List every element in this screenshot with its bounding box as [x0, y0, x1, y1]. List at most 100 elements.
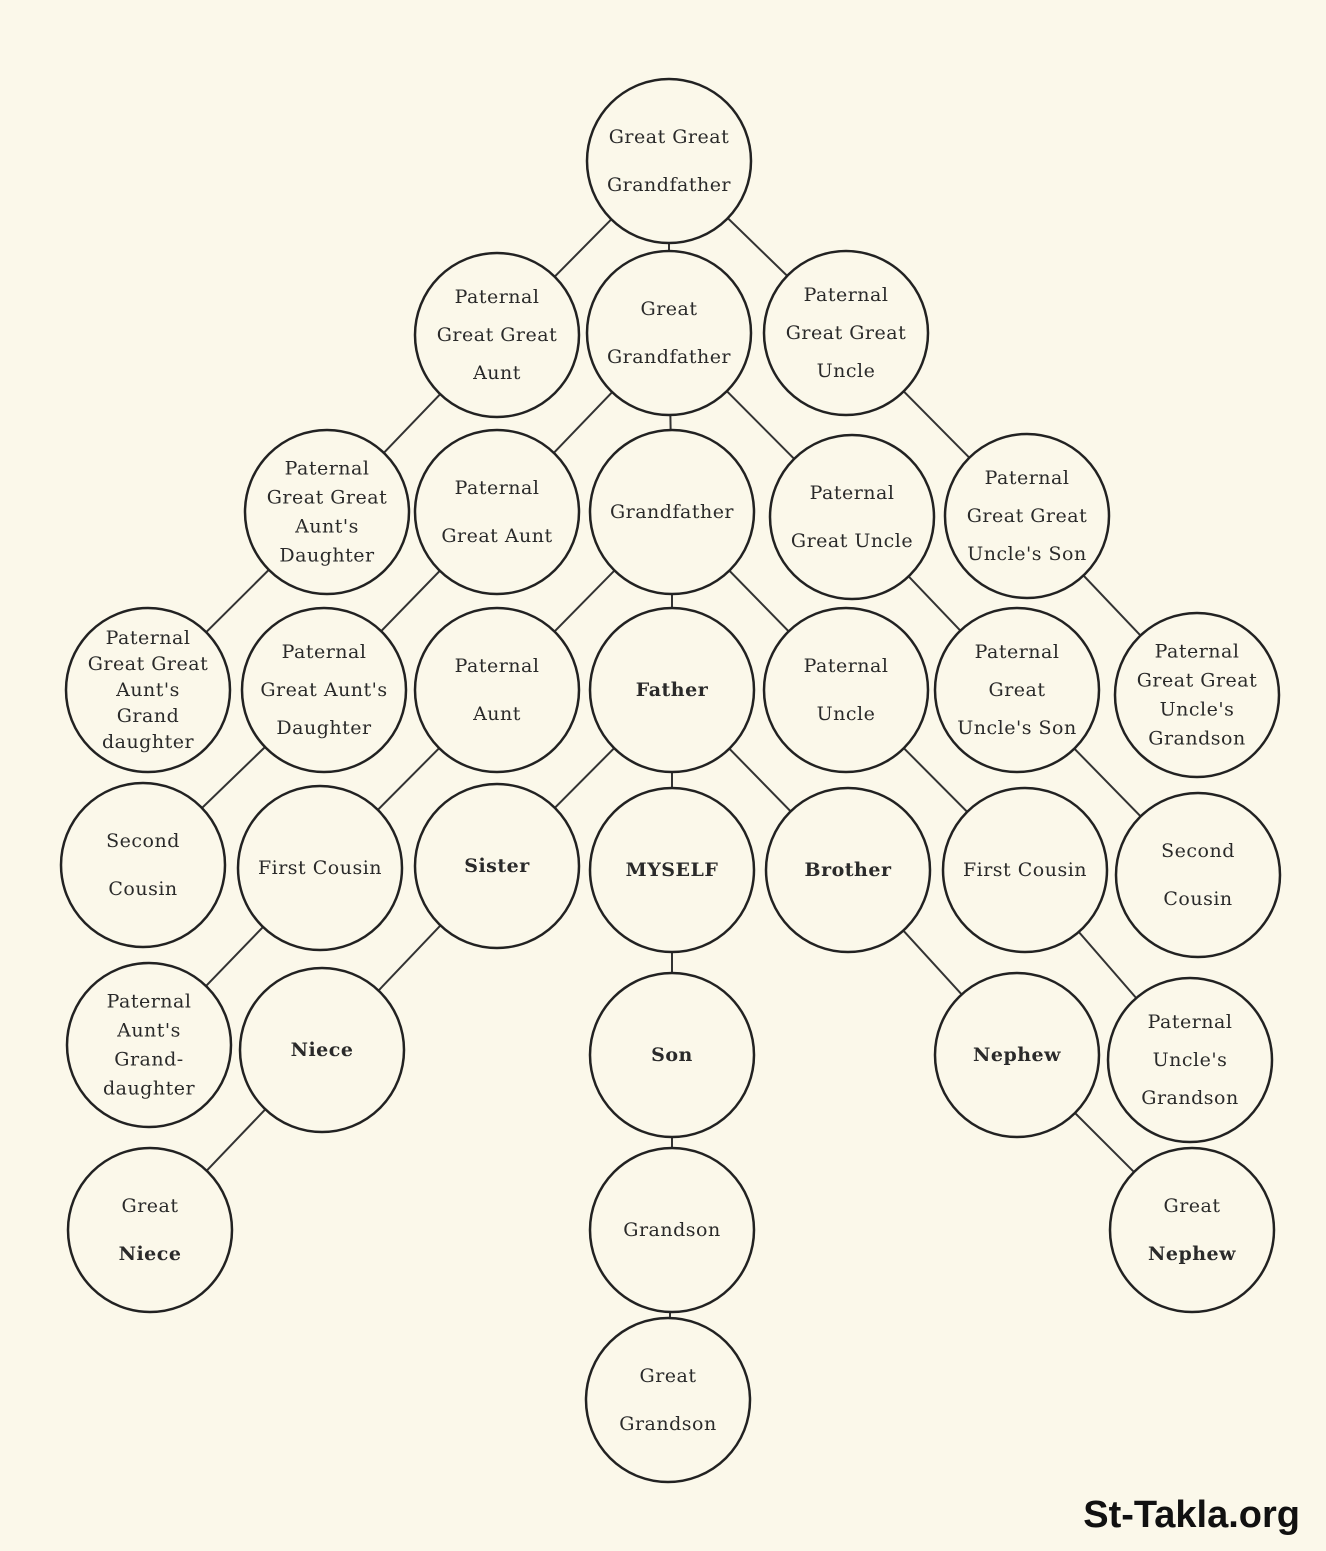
node-label: Uncle's Son — [967, 543, 1086, 565]
node-label: Paternal — [107, 991, 192, 1013]
node-label: Grandson — [619, 1413, 716, 1435]
node-circle — [59, 781, 227, 949]
node-label: daughter — [103, 1078, 196, 1100]
node-circle — [413, 251, 581, 419]
node-label: Great — [122, 1195, 179, 1217]
node-circle — [588, 786, 756, 954]
node-label: Paternal — [804, 284, 889, 306]
node-grandson: Grandson — [588, 1146, 756, 1314]
node-label: Cousin — [108, 878, 177, 900]
node-father: Father — [588, 606, 756, 774]
node-label: Paternal — [285, 458, 370, 480]
node-circle — [588, 1146, 756, 1314]
node-circle — [65, 961, 233, 1129]
node-label: Great Great — [267, 487, 387, 509]
node-circle — [1108, 1146, 1276, 1314]
node-circle — [762, 606, 930, 774]
node-label: Son — [651, 1044, 693, 1066]
node-label: Aunt — [472, 362, 521, 384]
node-label: First Cousin — [963, 859, 1087, 881]
node-label: Paternal — [106, 627, 191, 649]
node-label: Paternal — [985, 467, 1070, 489]
node-label: Uncle's Son — [957, 717, 1076, 739]
node-label: Great Aunt — [441, 525, 552, 547]
node-label: First Cousin — [258, 857, 382, 879]
node-label: Uncle's — [1153, 1049, 1228, 1071]
node-label: Nephew — [1148, 1243, 1236, 1265]
node-label: Niece — [119, 1243, 182, 1265]
node-label: Paternal — [1155, 641, 1240, 663]
node-myself: MYSELF — [588, 786, 756, 954]
node-circle — [238, 966, 406, 1134]
node-label: Paternal — [804, 655, 889, 677]
node-label: Paternal — [455, 477, 540, 499]
node-son: Son — [588, 971, 756, 1139]
node-label: Great — [989, 679, 1046, 701]
node-circle — [413, 782, 581, 950]
node-label: Great — [641, 298, 698, 320]
node-label: Aunt's — [294, 516, 359, 538]
node-label: Paternal — [282, 641, 367, 663]
node-circle — [413, 606, 581, 774]
node-circle — [584, 1316, 752, 1484]
node-label: Grandson — [1141, 1087, 1238, 1109]
node-first-cousin-left: First Cousin — [236, 784, 404, 952]
node-circle — [933, 606, 1101, 774]
node-label: Grandfather — [607, 174, 731, 196]
node-label: Second — [106, 830, 180, 852]
node-circle — [585, 77, 753, 245]
node-label: Sister — [464, 855, 530, 877]
node-label: Great Great — [967, 505, 1087, 527]
node-label: Paternal — [455, 286, 540, 308]
node-label: daughter — [102, 731, 195, 753]
node-label: Daughter — [276, 717, 372, 739]
node-circle — [943, 432, 1111, 600]
node-first-cousin-right: First Cousin — [941, 786, 1109, 954]
node-circle — [762, 249, 930, 417]
node-label: Paternal — [1148, 1011, 1233, 1033]
node-label: Paternal — [975, 641, 1060, 663]
node-label: Nephew — [973, 1044, 1061, 1066]
node-label: Aunt's — [115, 679, 180, 701]
node-circle — [1106, 976, 1274, 1144]
node-niece: Niece — [238, 966, 406, 1134]
node-label: Great Great — [786, 322, 906, 344]
node-label: MYSELF — [626, 859, 719, 881]
node-circle — [768, 433, 936, 601]
node-brother: Brother — [764, 786, 932, 954]
node-circle — [1113, 611, 1281, 779]
node-label: Great Great — [1137, 670, 1257, 692]
node-label: Great Great — [88, 653, 208, 675]
node-circle — [1114, 791, 1282, 959]
node-label: Great — [640, 1365, 697, 1387]
node-circle — [588, 971, 756, 1139]
node-circle — [588, 428, 756, 596]
node-label: Uncle — [817, 703, 876, 725]
node-label: Great Uncle — [791, 530, 913, 552]
node-circle — [240, 606, 408, 774]
node-label: Grandson — [623, 1219, 720, 1241]
node-label: Grandson — [1148, 728, 1245, 750]
node-label: Niece — [291, 1039, 354, 1061]
node-circle — [764, 786, 932, 954]
node-label: Second — [1161, 840, 1235, 862]
node-label: Uncle — [817, 360, 876, 382]
